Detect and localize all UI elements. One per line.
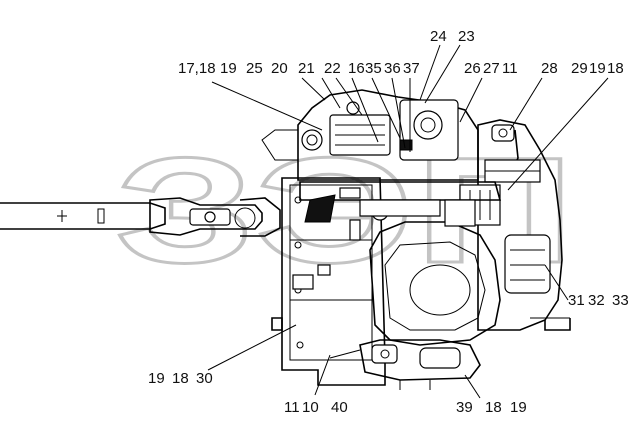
callout-10: 10: [302, 399, 319, 416]
callout-21: 21: [298, 60, 315, 77]
callout-35: 35: [365, 60, 382, 77]
callout-39: 39: [456, 399, 473, 416]
callout-19-left: 19: [148, 370, 165, 387]
callout-27: 27: [483, 60, 500, 77]
callout-40: 40: [331, 399, 348, 416]
callout-29: 29: [571, 60, 588, 77]
callout-23: 23: [458, 28, 475, 45]
callout-24: 24: [430, 28, 447, 45]
engine-drawing: [0, 89, 571, 390]
leader-lines: [207, 44, 609, 399]
callout-30: 30: [196, 370, 213, 387]
callout-11-bottom: 11: [284, 399, 300, 416]
callout-19-right: 19: [589, 60, 606, 77]
callout-19-top: 19: [220, 60, 237, 77]
callout-labels: 17,18 19 25 20 21 22 16 35 36 37 24 23 2…: [148, 28, 629, 416]
engine-bottom-assembly: [329, 339, 481, 390]
callout-32: 32: [588, 292, 605, 309]
callout-36: 36: [384, 60, 401, 77]
callout-37: 37: [403, 60, 420, 77]
callout-18-right: 18: [607, 60, 624, 77]
callout-25: 25: [246, 60, 263, 77]
drawbar: [0, 197, 281, 237]
callout-18-bottom: 18: [485, 399, 502, 416]
callout-11-top: 11: [502, 60, 518, 77]
intake-manifold: [299, 181, 502, 227]
callout-18-left: 18: [172, 370, 189, 387]
callout-17-18: 17,18: [178, 60, 216, 77]
callout-22: 22: [324, 60, 341, 77]
callout-28: 28: [541, 60, 558, 77]
callout-31: 31: [568, 292, 585, 309]
callout-16: 16: [348, 60, 365, 77]
callout-26: 26: [464, 60, 481, 77]
callout-19-bottom: 19: [510, 399, 527, 416]
callout-33: 33: [612, 292, 629, 309]
callout-20: 20: [271, 60, 288, 77]
